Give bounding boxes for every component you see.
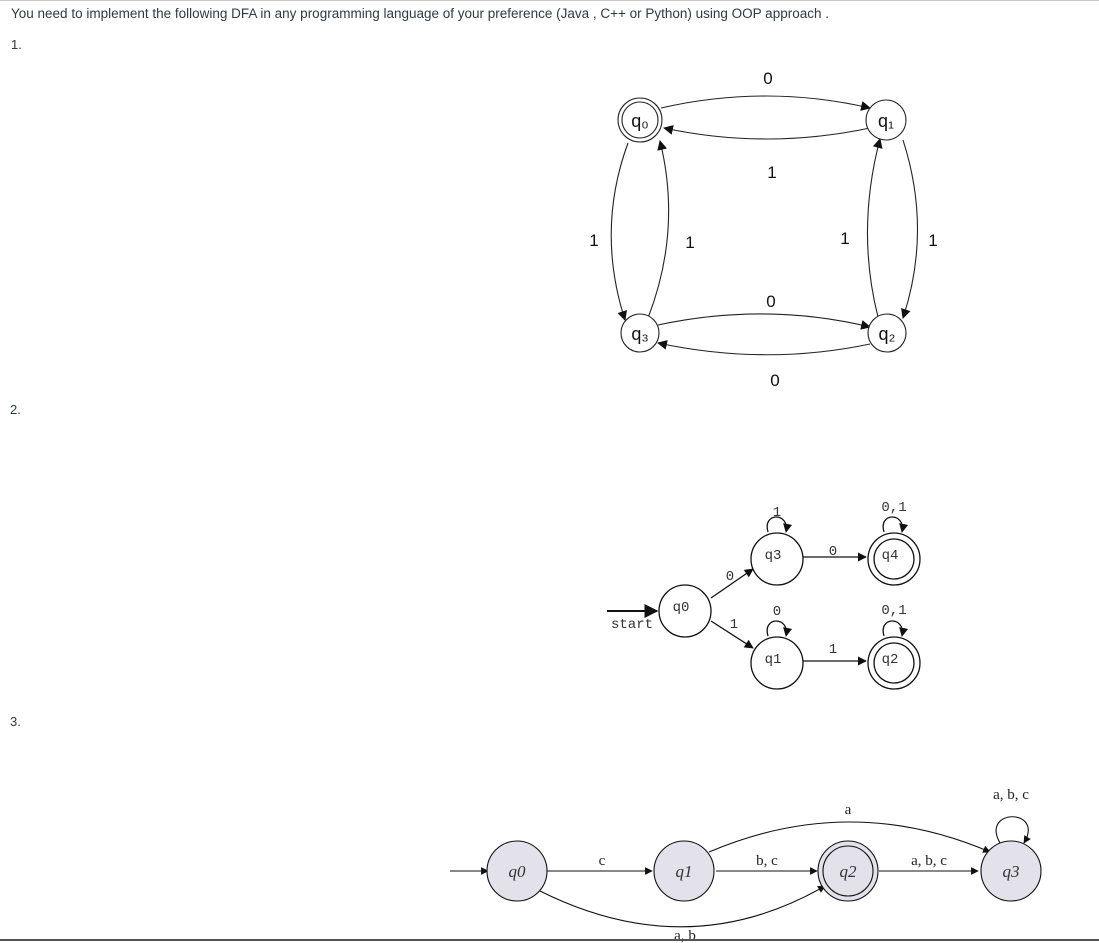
edge-2-q0-q3: [710, 568, 754, 599]
edge-label-1-q1-q0: 1: [767, 163, 776, 182]
dfa-2: [607, 516, 921, 690]
state-label-2-q4: q4: [882, 548, 899, 564]
edge-1-q1-q0: [663, 125, 871, 140]
loop-2-q4: [882, 516, 909, 533]
edge-3-q0-q2: [539, 885, 826, 928]
edge-label-3-q2-q3: a, b, c: [911, 853, 947, 869]
state-label-2-q2: q2: [882, 652, 899, 668]
loop-2-q3: [766, 516, 793, 533]
state-label-1-q1: q₁: [878, 111, 894, 131]
state-3-q2: [817, 840, 879, 902]
state-3-q1: [653, 840, 715, 902]
state-label-1-q2: q₂: [879, 324, 896, 344]
instruction-text: You need to implement the following DFA …: [11, 6, 829, 21]
edge-1-q0-q1: [660, 95, 871, 111]
edge-label-3-q1-q3: a: [845, 802, 852, 818]
loop-label-3-q3: a, b, c: [993, 787, 1029, 803]
state-label-3-q2: q2: [840, 862, 858, 881]
edge-label-1-q3-q0: 1: [685, 233, 694, 252]
edge-1-q3-q2: [657, 313, 871, 330]
state-3-q3: [980, 840, 1042, 902]
state-2-q4: [867, 532, 921, 586]
edge-label-3-q0-q1: c: [599, 853, 606, 869]
problem-3-number: 3.: [10, 714, 21, 729]
state-label-3-q0: q0: [509, 862, 527, 881]
edge-1-q3-q0: [647, 140, 670, 319]
top-divider: [0, 0, 1099, 1]
edge-label-1-q1-q2: 1: [928, 231, 937, 250]
state-label-1-q0: q₀: [631, 111, 648, 131]
state-label-2-q3: q3: [765, 548, 782, 564]
loop-label-2-q1: 0: [773, 604, 781, 620]
edge-2-q0-q1: [710, 620, 754, 649]
problem-1-number: 1.: [11, 37, 22, 52]
edge-label-2-q0-q1: 1: [730, 617, 738, 633]
state-3-q0: [486, 840, 548, 902]
edge-1-q2-q1: [866, 138, 883, 318]
state-2-q1: [750, 636, 804, 690]
edge-label-1-q2-q3: 0: [770, 371, 779, 390]
edge-label-3-q1-q2: b, c: [756, 853, 778, 869]
state-2-q3: [750, 532, 804, 586]
dfa-3: [450, 816, 1042, 928]
state-1-q2: [867, 313, 907, 353]
edge-label-2-q0-q3: 0: [726, 569, 734, 585]
loop-3-q3: [995, 816, 1031, 844]
state-label-2-q1: q1: [765, 652, 782, 668]
loop-label-2-q3: 1: [773, 505, 781, 521]
edge-label-1-q0-q3: 1: [589, 231, 598, 250]
edge-label-1-q0-q1: 0: [763, 69, 772, 88]
edge-1-q1-q2: [901, 139, 919, 319]
state-label-3-q3: q3: [1003, 862, 1020, 881]
state-1-q3: [620, 313, 660, 353]
loop-2-q1: [766, 620, 793, 637]
edge-label-2-q3-q4: 0: [829, 544, 837, 560]
state-label-1-q3: q₃: [631, 324, 648, 344]
state-label-2-q0: q0: [673, 600, 690, 616]
dfa-1: [610, 95, 919, 356]
edge-1-q0-q3: [610, 142, 629, 321]
loop-label-2-q2: 0,1: [881, 603, 906, 619]
edge-label-1-q3-q2: 0: [766, 292, 775, 311]
state-1-q1: [865, 99, 907, 141]
loop-label-2-q4: 0,1: [881, 500, 906, 516]
state-label-3-q1: q1: [676, 862, 693, 881]
edge-label-1-q2-q1: 1: [840, 229, 849, 248]
problem-2-number: 2.: [10, 402, 21, 417]
start-label-2: start: [611, 617, 653, 633]
edge-1-q2-q3: [657, 340, 871, 356]
edge-label-2-q1-q2: 1: [829, 642, 837, 658]
bottom-divider: [0, 939, 1099, 941]
state-1-q0: [617, 97, 663, 143]
state-2-q2: [867, 636, 921, 690]
loop-2-q2: [882, 620, 909, 637]
state-2-q0: [658, 584, 712, 638]
edge-3-q1-q3: [708, 821, 991, 853]
